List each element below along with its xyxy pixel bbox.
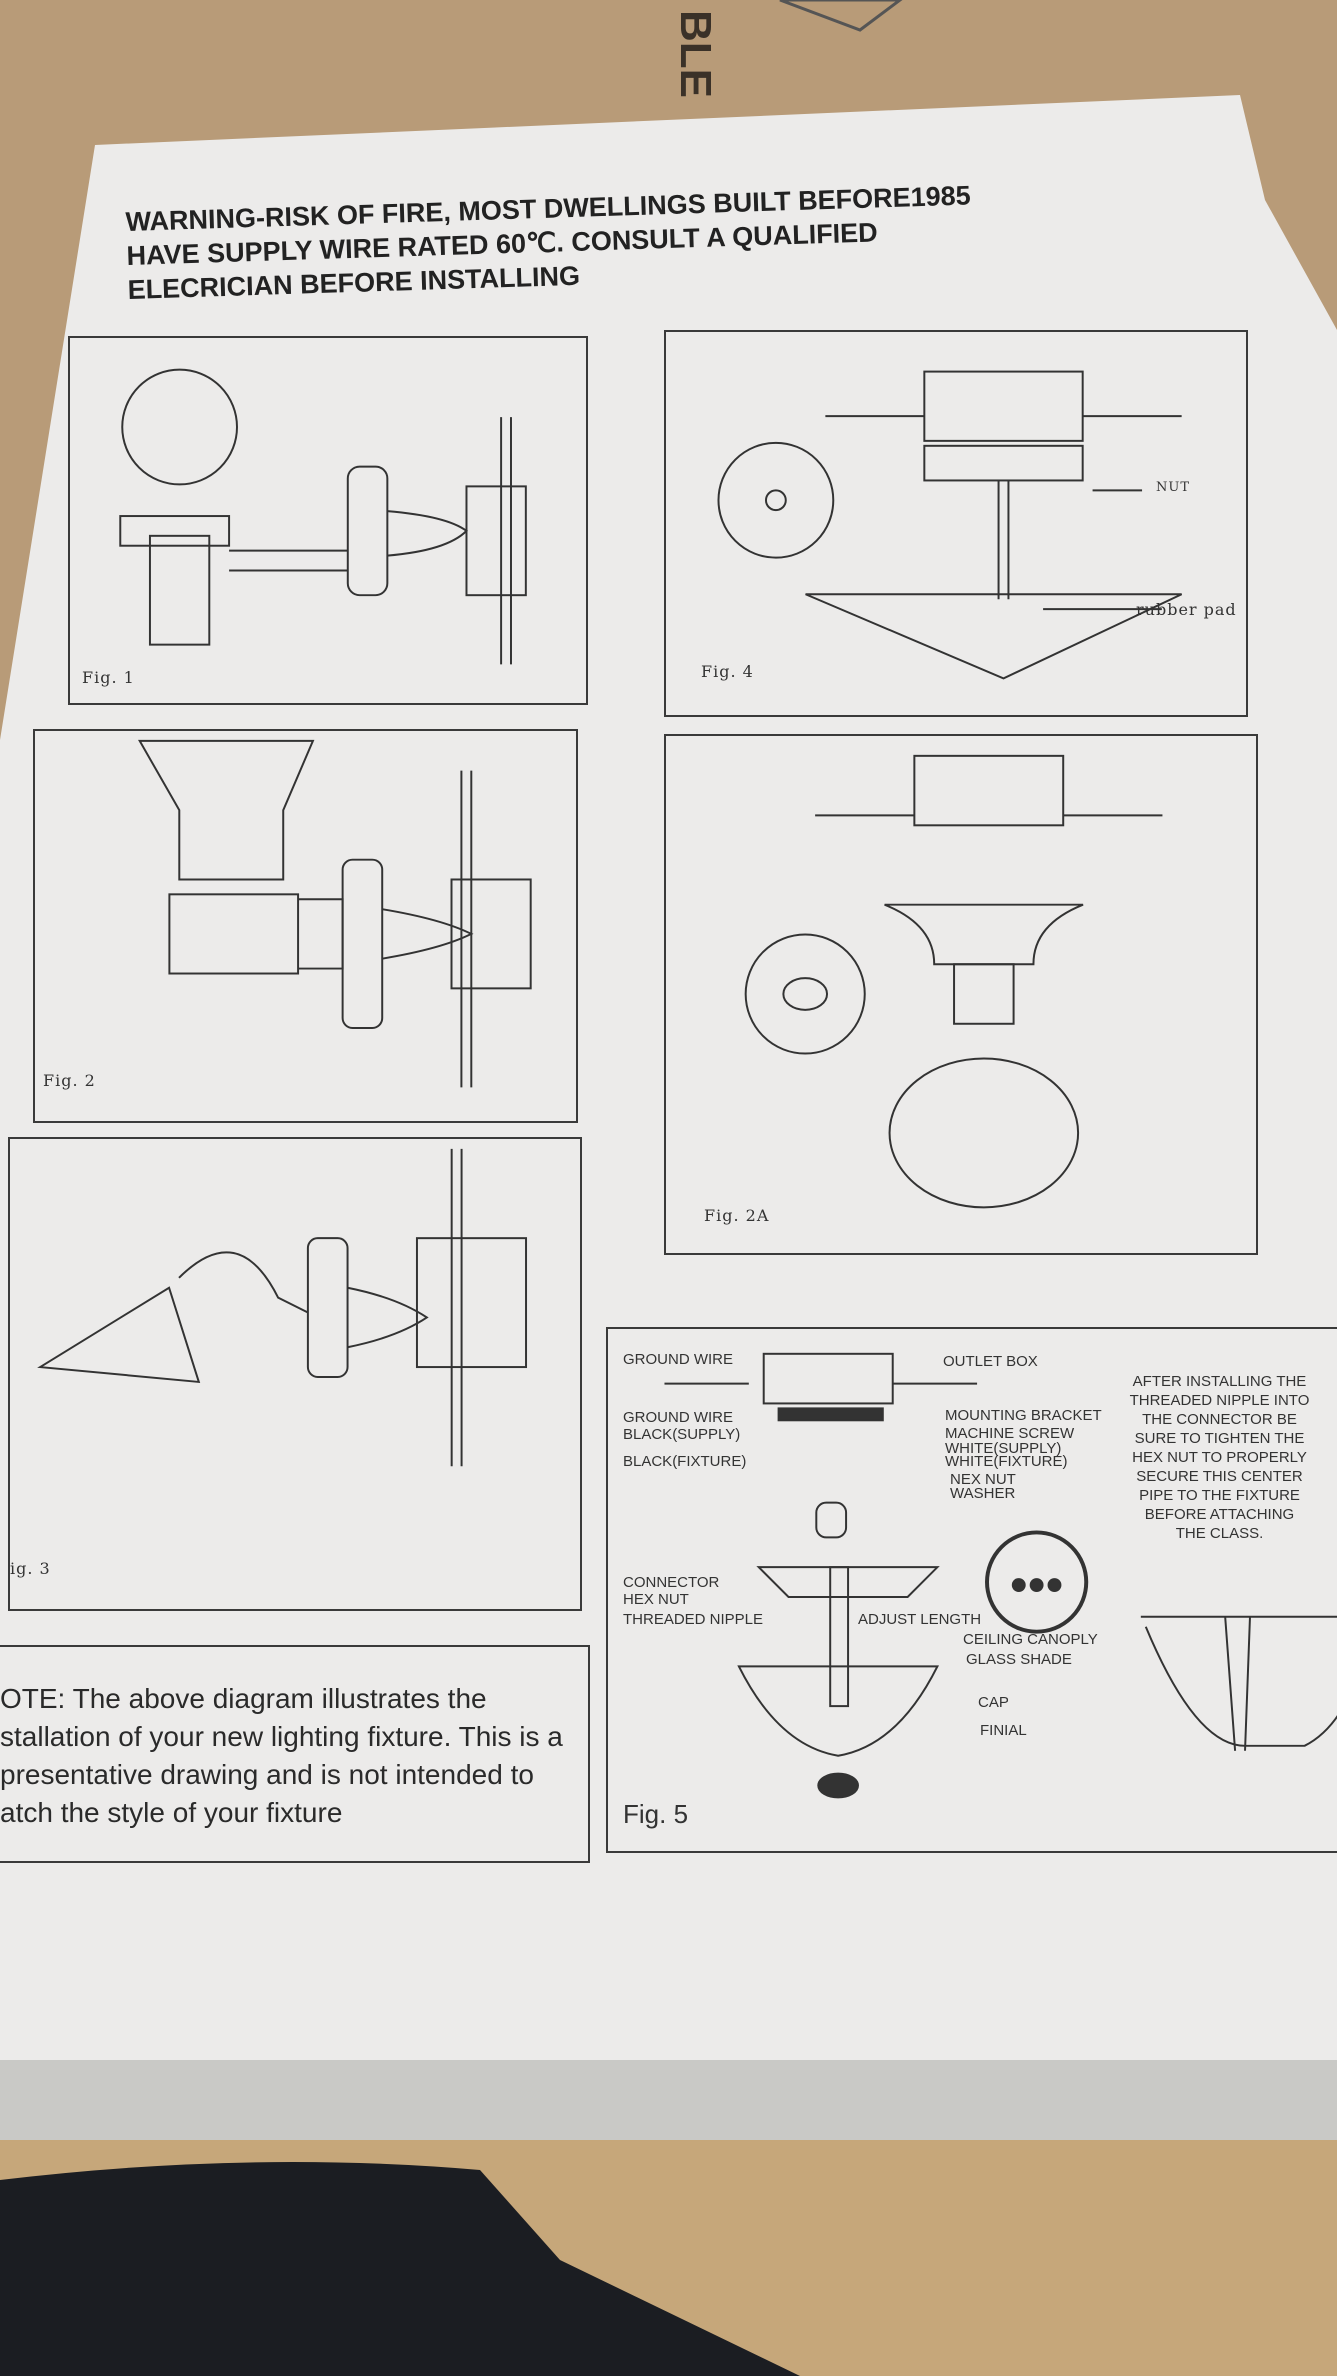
label-machine-screw: MACHINE SCREW — [945, 1425, 1075, 1442]
fig5-note-line: AFTER INSTALLING THE — [1132, 1373, 1307, 1390]
fig5-note-line: THE CLASS. — [1175, 1525, 1264, 1542]
fig5-note-line: SURE TO TIGHTEN THE — [1134, 1430, 1305, 1447]
label-threaded-nipple: THREADED NIPPLE — [623, 1611, 764, 1628]
label-ground-wire: GROUND WIRE — [623, 1409, 733, 1426]
figure-5: GROUND WIRE OUTLET BOX MOUNTING BRACKET … — [606, 1327, 1337, 1853]
fig5-note-line: THE CONNECTOR BE — [1142, 1411, 1297, 1428]
fig5-note-line: THREADED NIPPLE INTO — [1129, 1392, 1310, 1409]
label-ceiling-canopy: CEILING CANOPLY — [963, 1631, 1098, 1648]
nut-label: NUT — [1156, 480, 1191, 495]
label-cap: CAP — [978, 1694, 1009, 1711]
label-adjust-length: ADJUST LENGTH — [858, 1611, 982, 1628]
figure-4: Fig. 4 NUT rubber pad — [664, 330, 1248, 717]
label-white-supply: WHITE(SUPPLY) — [945, 1440, 1062, 1457]
label-glass-shade: GLASS SHADE — [966, 1651, 1072, 1668]
fig5-note-line: PIPE TO THE FIXTURE — [1139, 1487, 1300, 1504]
note-line-1: OTE: The above diagram illustrates the — [0, 1683, 487, 1714]
fig-5-label: Fig. 5 — [623, 1799, 689, 1829]
fig-3-label: ig. 3 — [10, 1559, 51, 1578]
label-washer: WASHER — [950, 1485, 1016, 1502]
note-line-4: atch the style of your fixture — [0, 1797, 343, 1828]
installation-note: OTE: The above diagram illustrates the s… — [0, 1680, 563, 1832]
fig-4-label: Fig. 4 — [701, 662, 754, 681]
note-box — [0, 1645, 590, 1863]
note-line-2: stallation of your new lighting fixture.… — [0, 1721, 563, 1752]
figure-3: ig. 3 — [8, 1137, 582, 1611]
figure-2: Fig. 2 — [33, 729, 578, 1123]
label-ground-wire-top: GROUND WIRE — [623, 1351, 733, 1368]
figure-1: Fig. 1 — [68, 336, 588, 705]
label-finial: FINIAL — [980, 1722, 1027, 1739]
label-connector: CONNECTOR — [623, 1574, 720, 1591]
label-nex-nut: NEX NUT — [950, 1471, 1016, 1488]
rubber-pad-label: rubber pad — [1136, 600, 1237, 619]
label-black-supply: BLACK(SUPPLY) — [623, 1426, 741, 1443]
fig-1-label: Fig. 1 — [82, 668, 135, 687]
label-white-fixture: WHITE(FIXTURE) — [945, 1453, 1068, 1470]
note-line-3: presentative drawing and is not intended… — [0, 1759, 534, 1790]
label-hex-nut: HEX NUT — [623, 1591, 689, 1608]
fig-5-note: AFTER INSTALLING THE THREADED NIPPLE INT… — [1112, 1372, 1327, 1543]
fig-2a-label: Fig. 2A — [704, 1206, 770, 1225]
label-outlet-box: OUTLET BOX — [943, 1353, 1038, 1370]
figure-2a: Fig. 2A — [664, 734, 1258, 1255]
label-black-fixture: BLACK(FIXTURE) — [623, 1453, 747, 1470]
fig5-note-line: BEFORE ATTACHING — [1144, 1506, 1295, 1523]
label-mounting-bracket: MOUNTING BRACKET — [945, 1407, 1102, 1424]
fig5-note-line: HEX NUT TO PROPERLY — [1132, 1449, 1307, 1466]
fig5-note-line: SECURE THIS CENTER — [1136, 1468, 1303, 1485]
fig-2-label: Fig. 2 — [43, 1071, 96, 1090]
